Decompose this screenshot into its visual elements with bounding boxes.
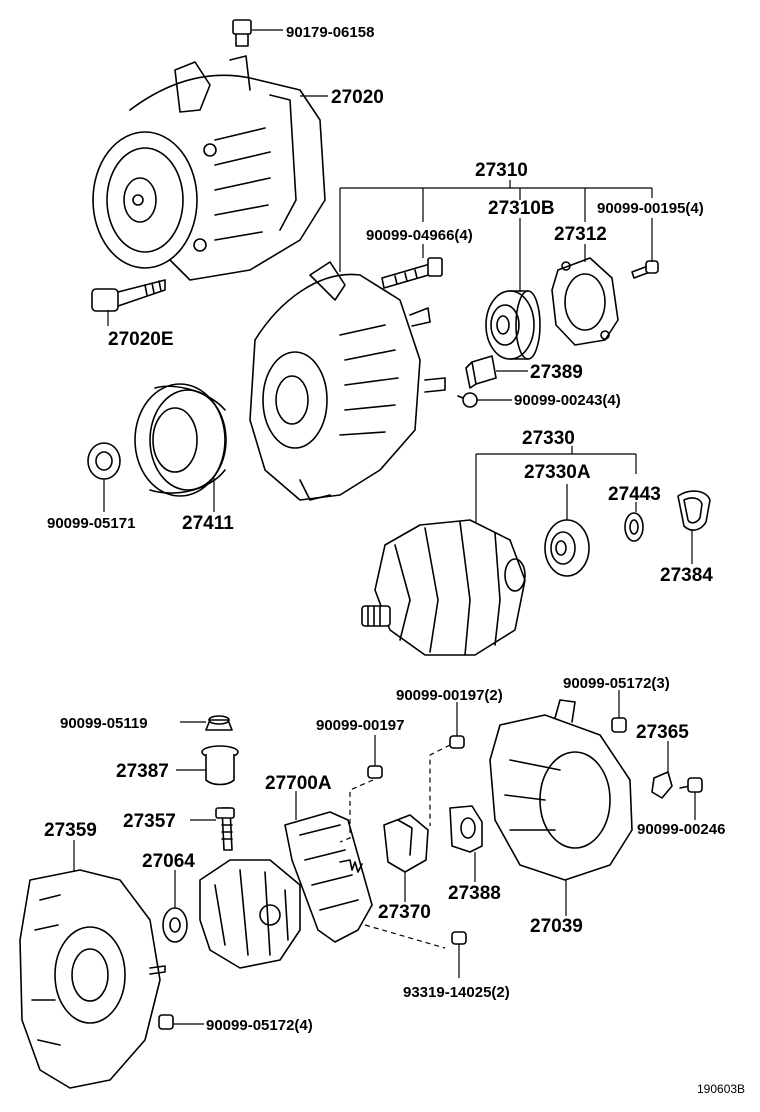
label-27312: 27312 — [554, 224, 607, 245]
label-27020E: 27020E — [108, 329, 174, 350]
brush-holder-part — [383, 814, 429, 873]
part-number-labels: 90179-06158 27020 27020E 27310 27310B 90… — [44, 24, 745, 1096]
terminal-nut-part — [205, 715, 233, 731]
label-27411: 27411 — [182, 513, 234, 534]
cover-bolt-part — [679, 777, 703, 793]
label-27370: 27370 — [378, 902, 431, 923]
terminal-insulator-small-part — [651, 771, 673, 799]
label-27357: 27357 — [123, 811, 176, 832]
brush-holder-cover-part — [449, 805, 483, 853]
washer-part — [162, 907, 188, 943]
label-27700A: 27700A — [265, 773, 332, 794]
label-90099-00197-2: 90099-00197(2) — [396, 687, 503, 704]
label-27384: 27384 — [660, 565, 713, 586]
label-90099-00197: 90099-00197 — [316, 717, 404, 734]
label-90099-05119: 90099-05119 — [60, 715, 148, 732]
rotor-bearing-part — [544, 519, 590, 577]
label-27359: 27359 — [44, 820, 97, 841]
pulley-nut-part — [87, 442, 121, 480]
label-90099-00195: 90099-00195(4) — [597, 200, 704, 217]
diagram-code: 190603B — [697, 1082, 745, 1096]
label-90099-00246: 90099-00246 — [637, 821, 725, 838]
ring-part — [624, 512, 644, 542]
bearing-cover-ring-part — [677, 490, 711, 531]
cover-nut-part — [611, 717, 627, 733]
label-27388: 27388 — [448, 883, 501, 904]
retainer-plate-part — [551, 257, 619, 346]
label-90099-05171: 90099-05171 — [47, 515, 135, 532]
drive-end-frame-part — [249, 261, 446, 501]
terminal-insulator-part — [201, 745, 239, 786]
label-90099-04966: 90099-04966(4) — [366, 227, 473, 244]
brush-holder-screw-part — [449, 735, 465, 749]
label-90179-06158: 90179-06158 — [286, 24, 374, 41]
small-screw-part — [457, 392, 478, 408]
rotor-part — [361, 519, 526, 656]
label-93319-14025: 93319-14025(2) — [403, 984, 510, 1001]
rear-cover-part — [489, 699, 633, 881]
long-bolt-part — [91, 279, 166, 312]
assembly-dashed-lines — [339, 744, 451, 949]
label-27310: 27310 — [475, 160, 528, 181]
rear-frame-nut-part — [158, 1014, 174, 1030]
stud-bolt-part — [381, 257, 443, 289]
label-27389: 27389 — [530, 362, 583, 383]
label-27039: 27039 — [530, 916, 583, 937]
label-90099-05172-4: 90099-05172(4) — [206, 1017, 313, 1034]
label-27330: 27330 — [522, 428, 575, 449]
long-screw-part — [451, 931, 467, 945]
alternator-assembly-part — [92, 55, 326, 281]
bearing-part — [485, 290, 541, 360]
leader-lines — [73, 29, 696, 1025]
label-27020: 27020 — [331, 87, 384, 108]
label-27365: 27365 — [636, 722, 689, 743]
label-27330A: 27330A — [524, 462, 591, 483]
pulley-part — [134, 383, 227, 497]
label-27387: 27387 — [116, 761, 169, 782]
regulator-part — [284, 811, 373, 943]
label-27310B: 27310B — [488, 198, 555, 219]
terminal-bolt-part — [215, 807, 235, 851]
screw-part — [631, 260, 659, 279]
regulator-screw-part — [367, 765, 383, 779]
rear-end-frame-part — [19, 869, 166, 1089]
label-90099-00243: 90099-00243(4) — [514, 392, 621, 409]
label-27443: 27443 — [608, 484, 661, 505]
rectifier-holder-part — [199, 859, 301, 969]
nut-part — [232, 19, 252, 47]
bearing-cover-part — [465, 355, 497, 389]
label-27064: 27064 — [142, 851, 195, 872]
label-90099-05172-3: 90099-05172(3) — [563, 675, 670, 692]
